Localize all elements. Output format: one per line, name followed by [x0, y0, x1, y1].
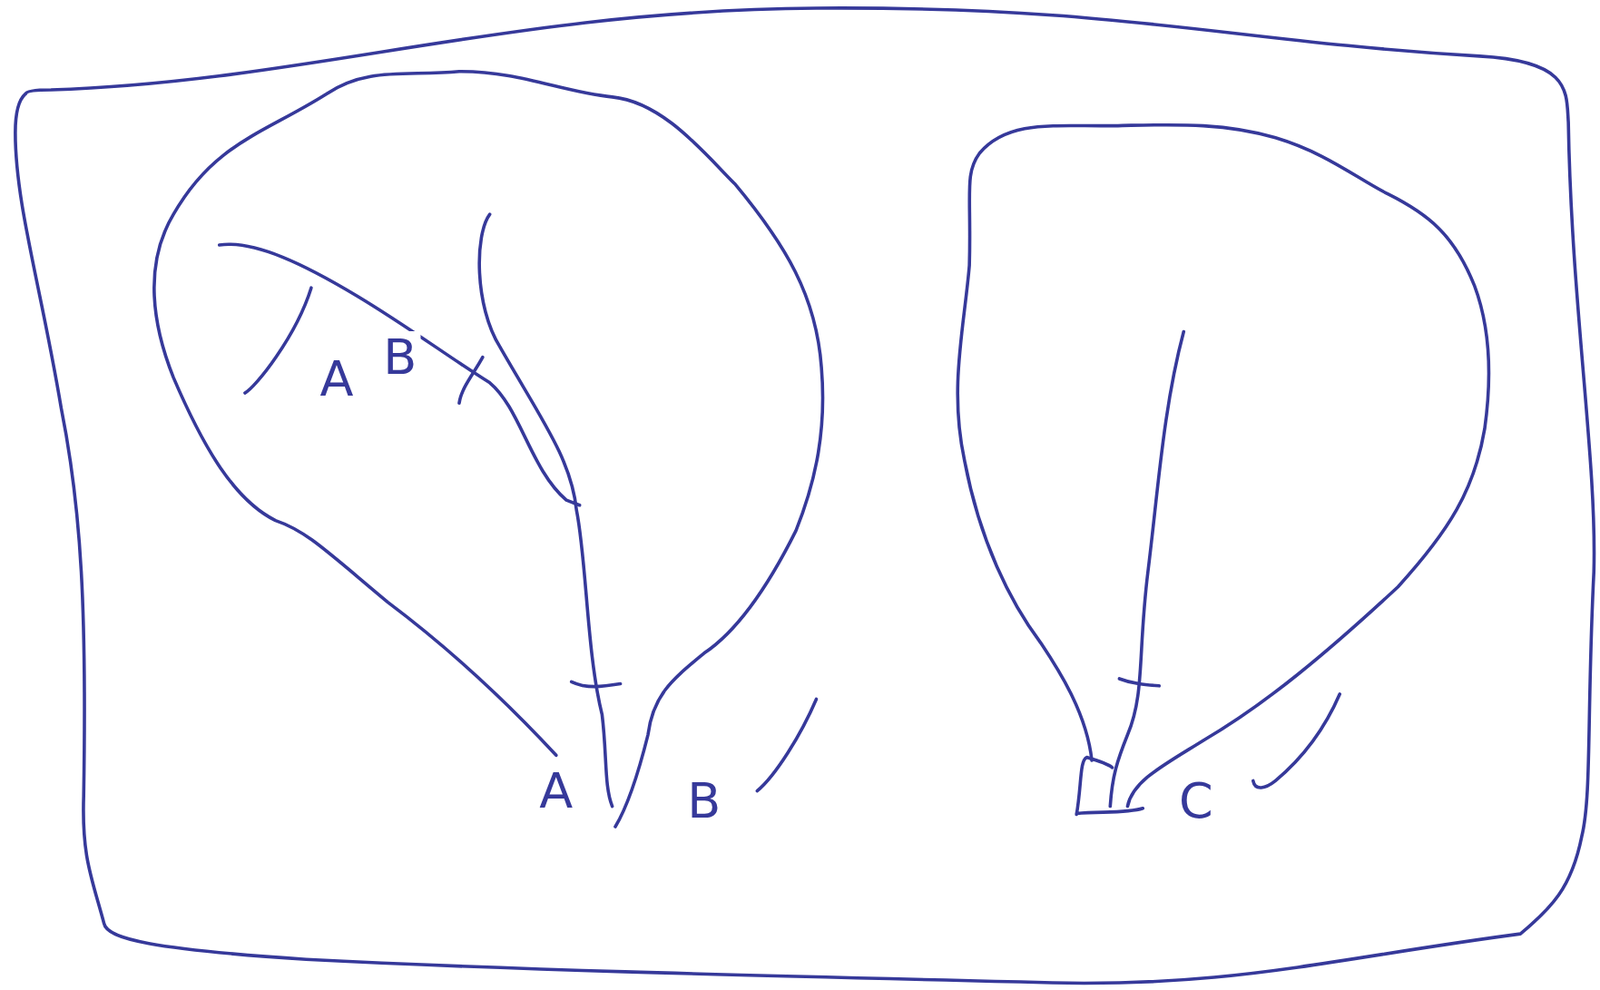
box-mark — [1076, 757, 1143, 815]
check-mark — [1253, 694, 1341, 788]
slash-mark — [245, 287, 312, 393]
right-stem — [1109, 332, 1184, 807]
left-stem — [479, 214, 612, 806]
tick-mark — [1119, 678, 1159, 687]
right-lobe — [957, 125, 1489, 807]
check-mark — [756, 698, 816, 791]
outer-frame — [15, 8, 1595, 984]
slash-mark — [459, 357, 483, 404]
left-divider — [219, 244, 580, 506]
region-label: B — [683, 775, 725, 828]
region-label: B — [379, 331, 421, 384]
region-label: C — [1175, 775, 1218, 828]
left-lobe — [154, 71, 824, 827]
region-label: A — [316, 353, 358, 406]
region-label: A — [535, 765, 577, 818]
tick-mark — [571, 681, 621, 687]
